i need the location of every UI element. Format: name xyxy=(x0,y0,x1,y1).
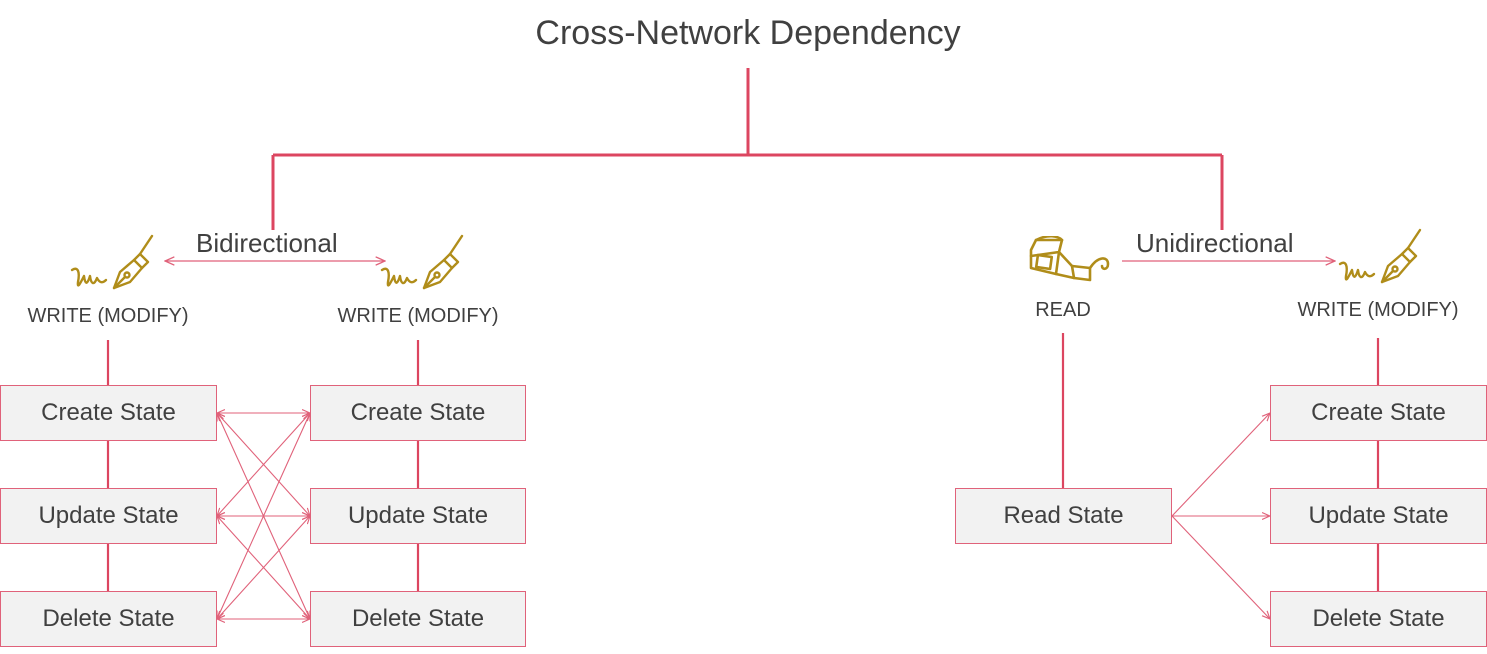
bi-left-update-state: Update State xyxy=(0,488,217,544)
bidirectional-mesh xyxy=(217,413,310,619)
bi-right-delete-state: Delete State xyxy=(310,591,526,647)
unidirectional-right-caption: WRITE (MODIFY) xyxy=(1297,299,1459,321)
unidirectional-label: Unidirectional xyxy=(1136,228,1294,258)
unidirectional-fan xyxy=(1171,413,1270,619)
bi-right-create-state: Create State xyxy=(310,385,526,441)
bidirectional-right-caption: WRITE (MODIFY) xyxy=(337,305,499,327)
uni-read-state: Read State xyxy=(955,488,1172,544)
uni-right-create-state: Create State xyxy=(1270,385,1487,441)
bidirectional-left-caption: WRITE (MODIFY) xyxy=(27,305,189,327)
bi-left-create-state: Create State xyxy=(0,385,217,441)
hierarchy-tree xyxy=(271,68,1224,230)
pen-signature-icon xyxy=(380,234,464,290)
unidirectional-left-caption: READ xyxy=(1035,299,1091,321)
uni-right-delete-state: Delete State xyxy=(1270,591,1487,647)
uni-right-update-state: Update State xyxy=(1270,488,1487,544)
3d-glasses-icon xyxy=(1029,236,1110,282)
bi-right-update-state: Update State xyxy=(310,488,526,544)
pen-signature-icon xyxy=(70,234,154,290)
bi-left-delete-state: Delete State xyxy=(0,591,217,647)
diagram-title: Cross-Network Dependency xyxy=(535,14,961,52)
pen-signature-icon xyxy=(1338,228,1422,284)
bidirectional-label: Bidirectional xyxy=(196,228,338,258)
